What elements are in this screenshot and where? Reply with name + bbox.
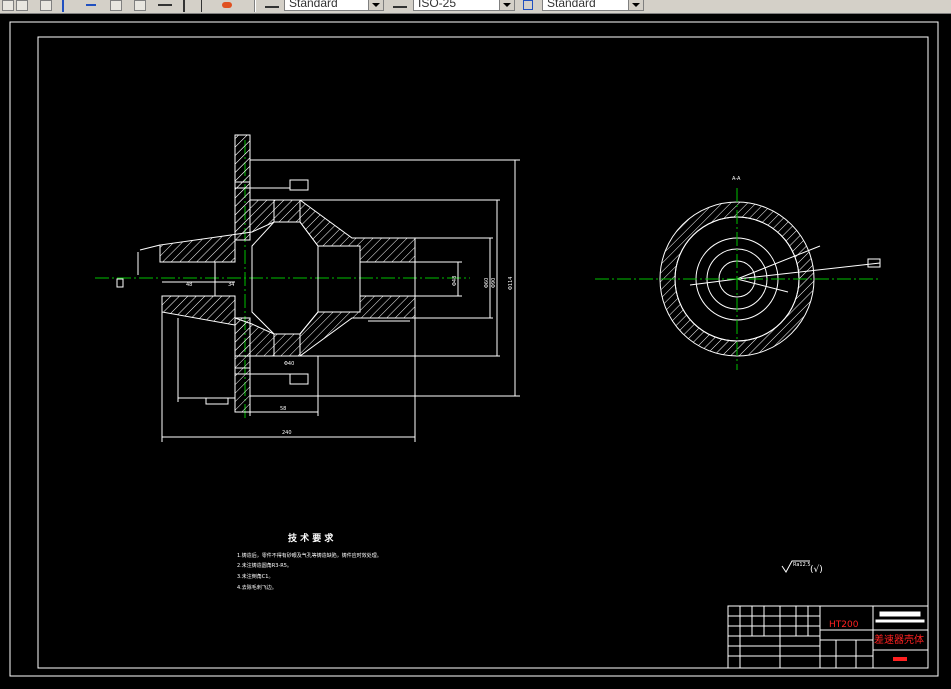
outer-frame bbox=[9, 21, 939, 677]
dim-48-dia: Φ48 bbox=[452, 276, 458, 286]
section-label: A-A bbox=[732, 176, 741, 182]
new-button[interactable] bbox=[2, 0, 14, 11]
flange-lower bbox=[234, 317, 251, 413]
dim-58: 58 bbox=[280, 406, 286, 412]
table-style-value: Standard bbox=[547, 0, 596, 10]
dim-style-value: ISO-25 bbox=[418, 0, 457, 10]
tech-note-3: 3.未注倒角C1。 bbox=[237, 573, 273, 580]
text-style-value: Standard bbox=[289, 0, 338, 10]
chevron-down-icon bbox=[628, 0, 643, 10]
lower-wall bbox=[161, 295, 416, 357]
table-style-icon bbox=[523, 0, 533, 10]
scale-icon[interactable] bbox=[158, 0, 172, 6]
dim-60: Φ60 bbox=[484, 278, 490, 288]
arc-icon[interactable] bbox=[62, 0, 68, 12]
dim-90: Φ90 bbox=[491, 278, 497, 288]
toolbar: Standard ISO-25 Standard bbox=[0, 0, 951, 14]
tech-title: 技 术 要 求 bbox=[288, 532, 334, 544]
section-view bbox=[95, 134, 520, 442]
dim-48: 48 bbox=[186, 282, 192, 288]
table-style-dropdown[interactable]: Standard bbox=[542, 0, 644, 11]
tech-note-2: 2.未注铸造圆角R3-R5。 bbox=[237, 562, 292, 569]
drawing-canvas[interactable]: 240 58 34 48 Φ114 Φ90 Φ60 Φ48 Φ40 A-A 技 … bbox=[0, 14, 951, 685]
roughness-note: (√) bbox=[810, 564, 823, 575]
dim-style-icon bbox=[393, 0, 407, 8]
inner-frame bbox=[37, 36, 929, 669]
tech-note-1: 1.铸造后，零件不得有砂眼及气孔等铸造缺陷，铸件应时效处理。 bbox=[237, 552, 382, 559]
text-style-icon bbox=[265, 0, 279, 8]
dim-style-dropdown[interactable]: ISO-25 bbox=[413, 0, 515, 11]
grid-button[interactable] bbox=[16, 0, 28, 11]
dimension-labels: 240 58 34 48 Φ114 Φ90 Φ60 Φ48 Φ40 bbox=[186, 276, 514, 436]
cad-drawing: 240 58 34 48 Φ114 Φ90 Φ60 Φ48 Φ40 A-A 技 … bbox=[9, 21, 939, 677]
dim-40: Φ40 bbox=[284, 361, 294, 367]
paint-icon[interactable] bbox=[222, 2, 232, 8]
roughness-symbol bbox=[781, 560, 810, 573]
offset-icon[interactable] bbox=[86, 4, 96, 8]
chevron-down-icon bbox=[368, 0, 383, 10]
dim-total-length: 240 bbox=[282, 430, 292, 436]
dim-34: 34 bbox=[228, 282, 234, 288]
insert-button[interactable] bbox=[134, 0, 146, 11]
part-name: 差速器壳体 bbox=[874, 633, 924, 646]
material-label: HT200 bbox=[829, 620, 859, 630]
dim-icon[interactable] bbox=[201, 0, 204, 12]
chevron-down-icon bbox=[499, 0, 514, 10]
roughness-value: Ra12.5 bbox=[793, 562, 811, 568]
pin-icon[interactable] bbox=[183, 0, 187, 12]
tech-note-4: 4.去除毛刺飞边。 bbox=[237, 584, 277, 591]
text-style-dropdown[interactable]: Standard bbox=[284, 0, 384, 11]
upper-wall bbox=[159, 134, 416, 263]
title-block bbox=[727, 605, 929, 669]
properties-button[interactable] bbox=[40, 0, 52, 11]
dim-114: Φ114 bbox=[508, 277, 514, 290]
block-button[interactable] bbox=[110, 0, 122, 11]
side-view bbox=[595, 188, 881, 370]
separator bbox=[254, 0, 256, 12]
